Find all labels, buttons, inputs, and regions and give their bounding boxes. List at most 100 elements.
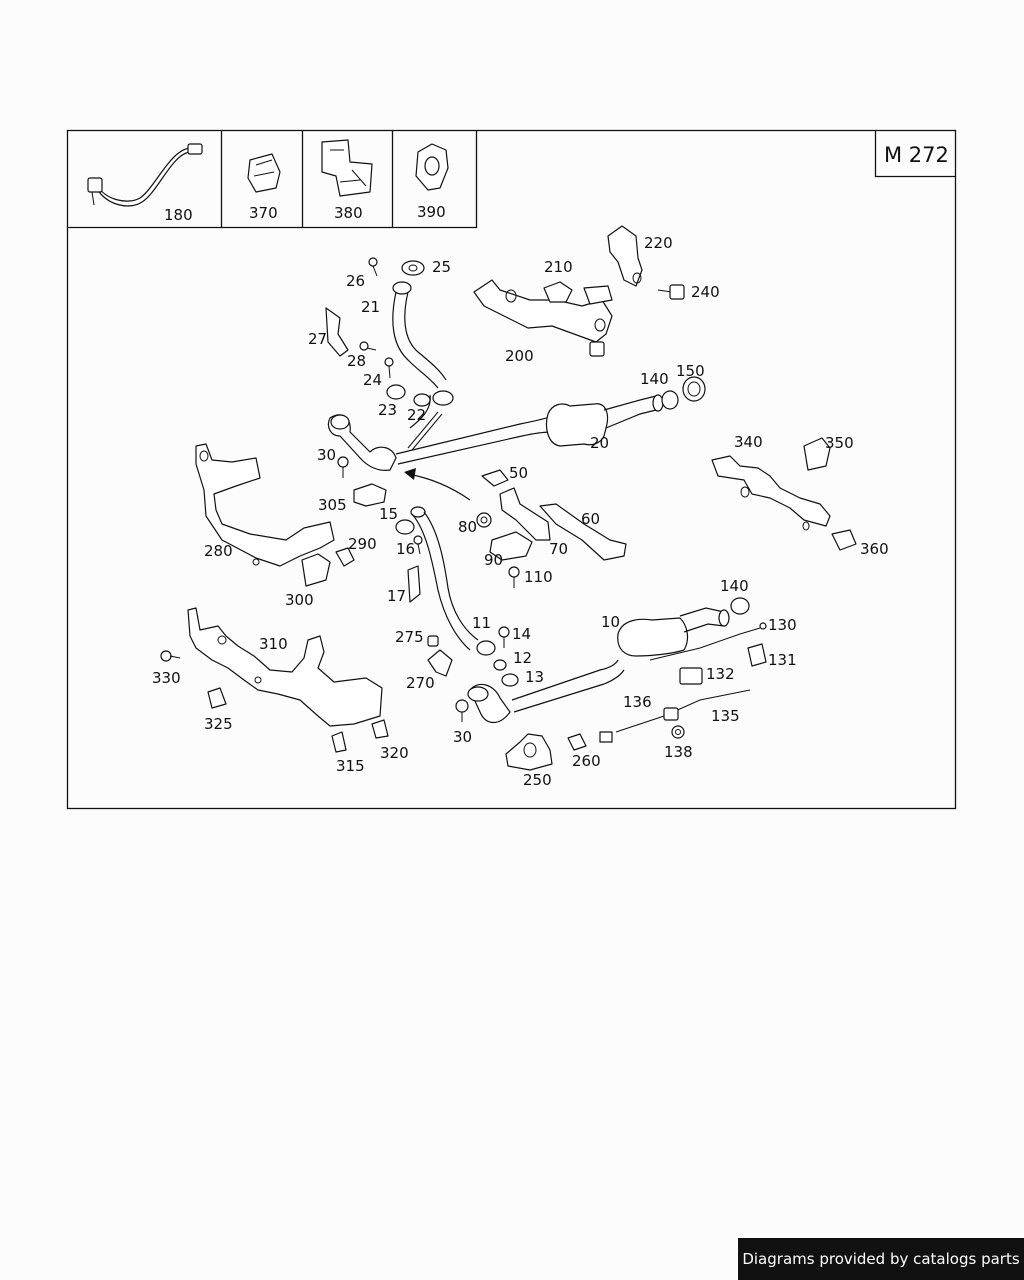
bolt-26 (368, 257, 378, 277)
clip-370 (247, 153, 281, 193)
ring-12 (493, 659, 507, 671)
footer-banner: Diagrams provided by catalogs parts (738, 1238, 1024, 1280)
callout-250: 250 (523, 771, 552, 789)
callout-150: 150 (676, 362, 705, 380)
callout-275: 275 (395, 628, 424, 646)
callout-130: 130 (768, 616, 797, 634)
header-strip (67, 130, 478, 229)
callout-260: 260 (572, 752, 601, 770)
front-pipe-20 (327, 394, 664, 471)
callout-90: 90 (484, 551, 503, 569)
clip-260 (567, 733, 587, 751)
main-pipe-10 (467, 607, 730, 724)
bolt-16 (413, 535, 423, 555)
callout-330: 330 (152, 669, 181, 687)
callout-135: 135 (711, 707, 740, 725)
callout-315: 315 (336, 757, 365, 775)
bolt-30-upper (337, 456, 349, 478)
callout-12: 12 (513, 649, 532, 667)
exhaust-pipe-21 (392, 281, 454, 429)
holder-305 (353, 483, 387, 507)
callout-300: 300 (285, 591, 314, 609)
sensor-130 (649, 622, 767, 661)
callout-10: 10 (601, 613, 620, 631)
bracket-200 (473, 279, 613, 357)
callout-290: 290 (348, 535, 377, 553)
clip-50 (481, 469, 509, 487)
bracket-300 (301, 553, 331, 587)
gasket-13 (501, 673, 519, 687)
ring-22 (413, 393, 431, 407)
callout-305: 305 (318, 496, 347, 514)
clip-275 (427, 635, 439, 647)
callout-20: 20 (590, 434, 609, 452)
callout-131: 131 (768, 651, 797, 669)
callout-14: 14 (512, 625, 531, 643)
callout-17: 17 (387, 587, 406, 605)
callout-360: 360 (860, 540, 889, 558)
callout-13: 13 (525, 668, 544, 686)
clamp-140-lower (730, 597, 750, 615)
callout-24: 24 (363, 371, 382, 389)
bracket-60 (539, 503, 627, 561)
bracket-70 (499, 487, 551, 541)
callout-132: 132 (706, 665, 735, 683)
callout-80: 80 (458, 518, 477, 536)
clip-131 (747, 643, 767, 667)
callout-240: 240 (691, 283, 720, 301)
callout-140-upper: 140 (640, 370, 669, 388)
callout-380: 380 (334, 204, 363, 222)
exhaust-pipe-11 (410, 506, 496, 656)
bracket-90 (489, 531, 533, 561)
gasket-25 (401, 260, 425, 276)
clip-320 (371, 719, 389, 739)
callout-340: 340 (734, 433, 763, 451)
bracket-280 (195, 443, 335, 567)
callout-21: 21 (361, 298, 380, 316)
ring-15 (395, 519, 415, 535)
callout-138: 138 (664, 743, 693, 761)
model-box (874, 130, 956, 178)
bracket-310 (187, 607, 383, 727)
callout-350: 350 (825, 434, 854, 452)
bolt-24 (384, 357, 394, 379)
callout-30-upper: 30 (317, 446, 336, 464)
callout-28: 28 (347, 352, 366, 370)
callout-270: 270 (406, 674, 435, 692)
clamp-140-upper (661, 390, 679, 410)
callout-136: 136 (623, 693, 652, 711)
clip-315 (331, 731, 347, 753)
callout-15: 15 (379, 505, 398, 523)
callout-labels: 180 370 380 390 25 26 21 27 28 24 23 22 … (152, 203, 889, 789)
callout-25: 25 (432, 258, 451, 276)
clip-210 (543, 281, 573, 303)
callout-30-lower: 30 (453, 728, 472, 746)
nut-80 (476, 512, 492, 528)
bolt-110 (508, 566, 520, 588)
callout-200: 200 (505, 347, 534, 365)
bolt-240 (657, 284, 685, 300)
callout-110: 110 (524, 568, 553, 586)
callout-22: 22 (407, 406, 426, 424)
direction-arrow (404, 468, 471, 501)
callout-320: 320 (380, 744, 409, 762)
bolt-330 (160, 650, 181, 662)
bolt-14 (498, 626, 510, 648)
bolt-28 (359, 341, 377, 351)
clamp-150 (682, 376, 706, 402)
holder-17 (407, 565, 421, 603)
callout-50: 50 (509, 464, 528, 482)
holder-132 (679, 667, 703, 685)
bracket-27 (325, 307, 349, 357)
callout-60: 60 (581, 510, 600, 528)
callout-210: 210 (544, 258, 573, 276)
clip-325 (207, 687, 227, 709)
clip-290 (335, 547, 355, 567)
nut-138 (671, 725, 685, 739)
callout-27: 27 (308, 330, 327, 348)
oxygen-sensor-180 (87, 143, 203, 207)
callout-390: 390 (417, 203, 446, 221)
callout-180: 180 (164, 206, 193, 224)
callout-370: 370 (249, 204, 278, 222)
